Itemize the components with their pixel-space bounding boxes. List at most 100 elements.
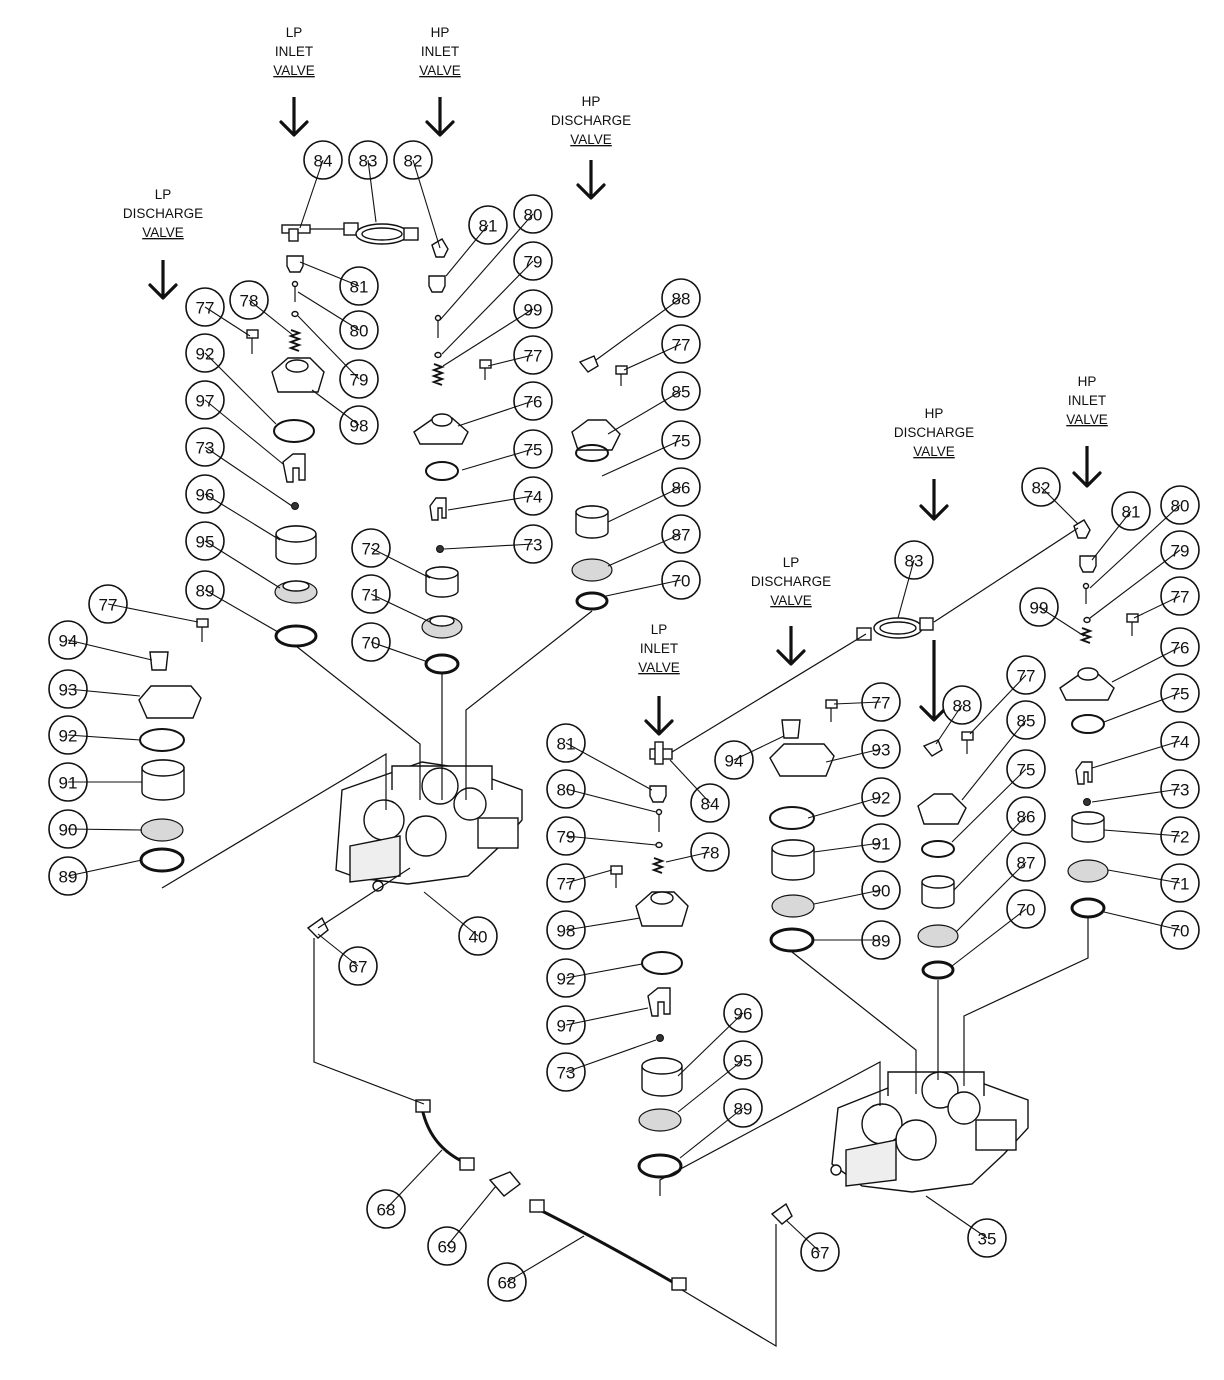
callout-number: 72 [362, 540, 381, 559]
label-hp-inlet-valve-2: HP INLET VALVE [1066, 374, 1108, 427]
callout-number: 81 [557, 735, 576, 754]
leader-line [443, 543, 534, 550]
label-lp-inlet-valve-2: LP INLET VALVE [638, 622, 680, 675]
arrow-down-icon [919, 640, 949, 722]
leader-line [677, 1012, 744, 1077]
callout-number: 82 [1032, 479, 1051, 498]
arrow-down-icon [776, 626, 806, 666]
arrow-down-icon [425, 97, 455, 137]
leader-line [299, 261, 360, 287]
callout-number: 89 [872, 932, 891, 951]
callout-number: 70 [1171, 922, 1190, 941]
leader-line [445, 224, 489, 277]
label-line: HP [1078, 374, 1097, 389]
tubing-assembly [306, 916, 793, 1291]
callout-number: 68 [498, 1274, 517, 1293]
callout-number: 71 [1171, 875, 1190, 894]
leader-line [1091, 740, 1181, 769]
leader-line [953, 815, 1027, 891]
leader-line [601, 439, 682, 477]
callout-number: 77 [557, 875, 576, 894]
leader-line [67, 828, 143, 831]
leader-line [107, 603, 199, 623]
label-line: INLET [640, 641, 678, 656]
leader-line [370, 593, 431, 623]
leader-line [297, 291, 360, 331]
callout-73: 73 [513, 524, 553, 564]
callout-number: 95 [734, 1052, 753, 1071]
leader-line [669, 759, 711, 804]
arrow-down-icon [1072, 446, 1102, 488]
leader-line [204, 352, 277, 425]
leader-line [370, 641, 429, 663]
callout-number: 77 [524, 347, 543, 366]
tube-nut-part [343, 222, 359, 236]
leader-line [67, 859, 143, 877]
leader-line [1133, 595, 1181, 619]
callout-number: 77 [672, 336, 691, 355]
leader-line [506, 1235, 585, 1283]
callout-number: 84 [701, 795, 720, 814]
leader-line [595, 297, 682, 361]
callout-number: 73 [524, 536, 543, 555]
callout-number: 93 [872, 741, 891, 760]
leader-line [204, 399, 284, 465]
label-hp-discharge-valve-1: HP DISCHARGE VALVE [551, 94, 631, 147]
callout-number: 80 [557, 781, 576, 800]
pump-head-35 [830, 1071, 1029, 1193]
callout-number: 70 [672, 572, 691, 591]
leader-line [961, 719, 1027, 801]
tee-fitting-stem [288, 228, 299, 242]
callout-number: 89 [196, 582, 215, 601]
callout-number: 73 [557, 1064, 576, 1083]
callout-number: 69 [438, 1238, 457, 1257]
callout-number: 79 [350, 371, 369, 390]
callout-number: 68 [377, 1201, 396, 1220]
leader-line [607, 390, 682, 435]
leader-line [423, 891, 479, 937]
leader-line [813, 889, 882, 905]
callout-number: 86 [1017, 808, 1036, 827]
leader-line [1089, 504, 1181, 589]
leader-line [204, 306, 251, 337]
callout-number: 80 [1171, 497, 1190, 516]
leader-line [487, 354, 534, 367]
callout-number: 86 [672, 479, 691, 498]
callout-number: 80 [350, 322, 369, 341]
leader-line [1038, 606, 1085, 637]
leader-line [565, 1007, 649, 1026]
callout-number: 78 [701, 844, 720, 863]
label-line: VALVE [419, 63, 461, 78]
elbow-fitting-67 [770, 1202, 793, 1225]
callout-75: 75 [1160, 673, 1200, 713]
leader-line [317, 933, 359, 967]
leader-line [785, 1219, 821, 1253]
leader-line [385, 1149, 443, 1210]
leader-line [297, 315, 360, 380]
leader-line [204, 589, 279, 633]
leader-line [951, 768, 1027, 843]
callout-number: 75 [524, 441, 543, 460]
callout-number: 97 [196, 392, 215, 411]
label-line: VALVE [913, 444, 955, 459]
leader-line [1103, 911, 1181, 931]
leader-line [311, 389, 360, 426]
callout-number: 95 [196, 533, 215, 552]
leader-line [1107, 869, 1181, 884]
label-line: INLET [1068, 393, 1106, 408]
callout-number: 98 [557, 922, 576, 941]
callout-number: 81 [350, 278, 369, 297]
leader-line [67, 639, 153, 661]
callout-number: 73 [1171, 781, 1190, 800]
arrow-down-icon [919, 479, 949, 521]
callout-number: 77 [1171, 588, 1190, 607]
label-line: HP [925, 406, 944, 421]
leader-line [897, 559, 915, 619]
callout-number: 79 [524, 253, 543, 272]
label-line: DISCHARGE [751, 574, 831, 589]
tube-nut-part [403, 227, 419, 241]
callout-number: 91 [872, 835, 891, 854]
leader-line [935, 704, 963, 745]
